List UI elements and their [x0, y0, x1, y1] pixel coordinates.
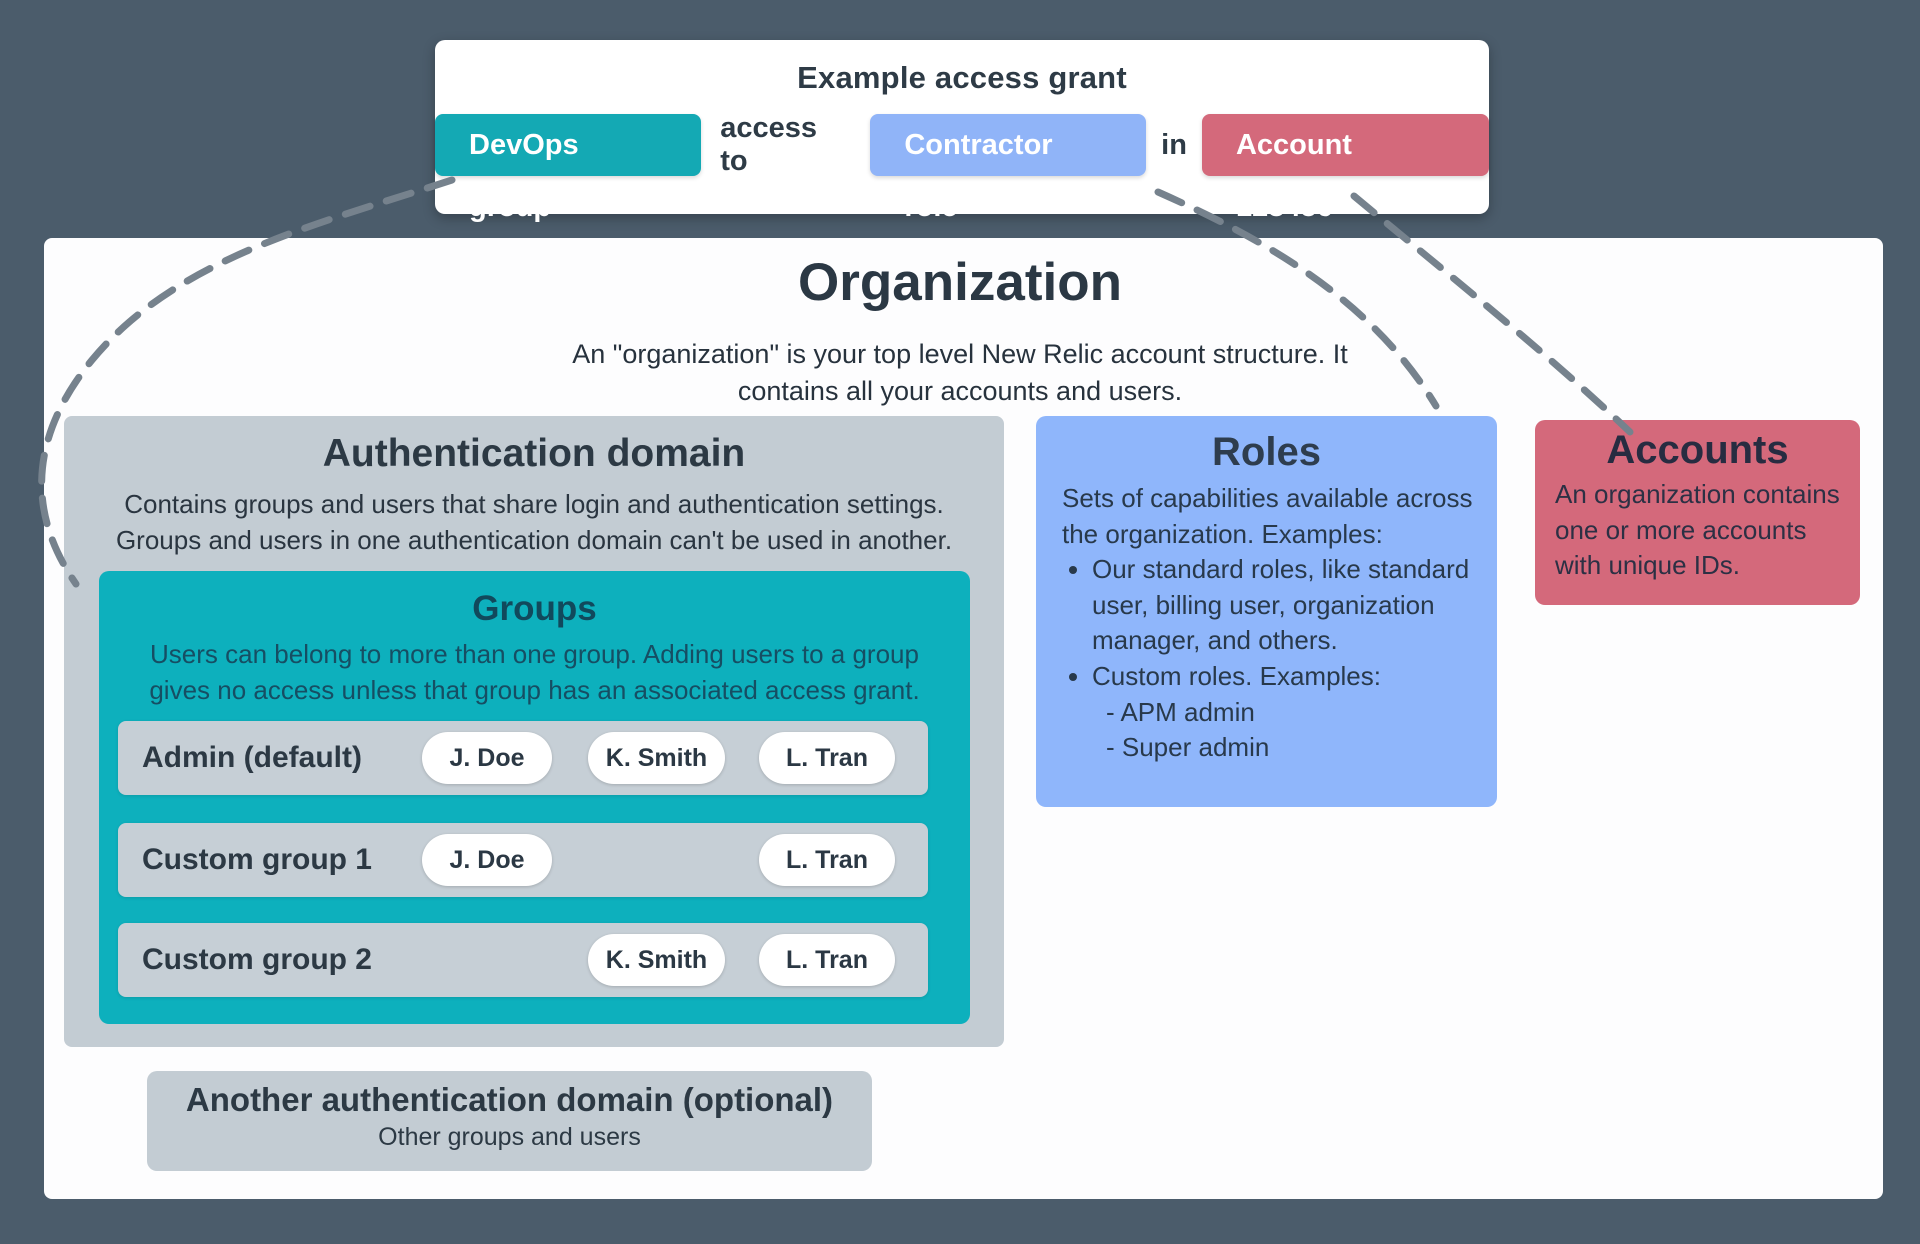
devops-group-chip: DevOps group [435, 114, 702, 223]
authentication-domain-box: Authentication domain Contains groups an… [64, 416, 1004, 1047]
member-pill: K. Smith [588, 934, 725, 986]
groups-title: Groups [472, 589, 597, 628]
accounts-description: An organization contains one or more acc… [1555, 479, 1840, 581]
contractor-role-chip: Contractor role [870, 114, 1147, 223]
roles-bullet-item: Our standard roles, like standard user, … [1092, 552, 1497, 659]
another-auth-domain-title: Another authentication domain (optional) [185, 1081, 834, 1118]
authentication-domain-description: Contains groups and users that share log… [115, 489, 953, 556]
roles-sub-item: - APM admin [1106, 696, 1255, 727]
member-pill: J. Doe [422, 834, 552, 886]
organization-description: An "organization" is your top level New … [572, 339, 1348, 407]
account-chip: Account 123456 [1201, 114, 1490, 223]
another-auth-domain-subtitle: Other groups and users [378, 1123, 641, 1151]
roles-intro: Sets of capabilities available across th… [1062, 483, 1473, 549]
group-row-label: Custom group 1 [142, 843, 372, 876]
example-access-grant-card: Example access grant DevOps group access… [435, 40, 1490, 223]
authentication-domain-title: Authentication domain [322, 432, 746, 475]
access-grant-title: Example access grant [797, 60, 1127, 95]
in-label: in [1161, 128, 1187, 161]
another-auth-domain-box: Another authentication domain (optional)… [147, 1071, 872, 1171]
access-to-label: access to [720, 112, 817, 177]
group-row-label: Custom group 2 [142, 943, 372, 976]
roles-bullet-item: Custom roles. Examples:- APM admin- Supe… [1092, 659, 1497, 766]
accounts-box: Accounts An organization contains one or… [1535, 420, 1860, 605]
member-pill: L. Tran [759, 934, 895, 986]
roles-title: Roles [1212, 430, 1321, 474]
group-row-label: Admin (default) [142, 741, 362, 774]
roles-sub-item: - Super admin [1106, 732, 1270, 763]
member-pill: L. Tran [759, 834, 895, 886]
groups-box: Groups Users can belong to more than one… [99, 571, 970, 1024]
accounts-title: Accounts [1606, 428, 1789, 472]
group-row: Custom group 1 J. Doe L. Tran [118, 823, 928, 897]
access-grant-chip-row: DevOps group access to Contractor role i… [435, 112, 1490, 223]
member-pill: K. Smith [588, 732, 725, 784]
roles-bullets: Our standard roles, like standard user, … [1036, 552, 1497, 766]
roles-box: Roles Sets of capabilities available acr… [1036, 416, 1497, 807]
member-pill: L. Tran [759, 732, 895, 784]
group-row: Custom group 2 K. Smith L. Tran [118, 923, 928, 997]
member-pill: J. Doe [422, 732, 552, 784]
organization-title: Organization [798, 253, 1122, 312]
group-row: Admin (default) J. Doe K. Smith L. Tran [118, 721, 928, 795]
groups-description: Users can belong to more than one group.… [149, 639, 920, 705]
